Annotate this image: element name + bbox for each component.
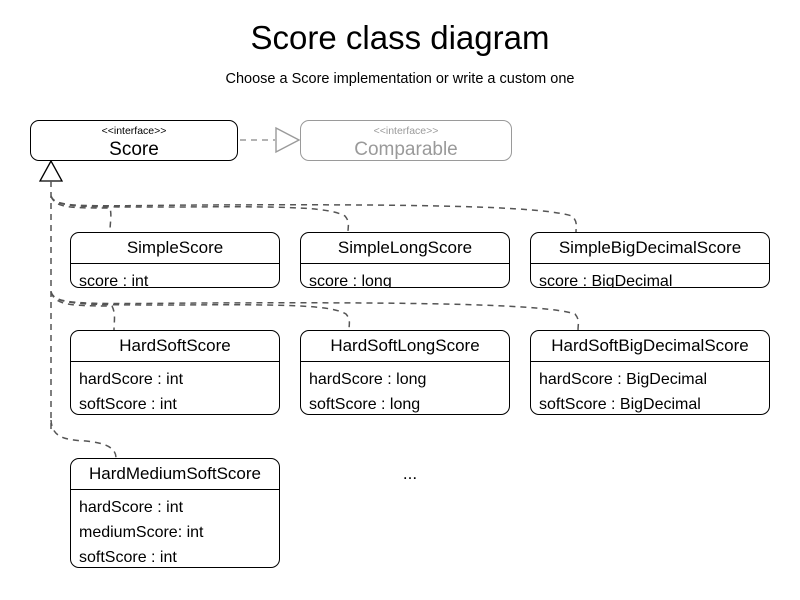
class-name-simple-long-score: SimpleLongScore: [301, 233, 509, 264]
class-attribute: softScore : int: [79, 549, 177, 566]
class-box-hard-soft-big-decimal-score[interactable]: HardSoftBigDecimalScore hardScore : BigD…: [530, 330, 770, 415]
realization-branch-hard-soft-score: [50, 291, 116, 331]
realization-branch-hard-medium-soft-score: [50, 419, 117, 459]
class-name-simple-score: SimpleScore: [71, 233, 279, 264]
class-name-simple-big-decimal-score: SimpleBigDecimalScore: [531, 233, 769, 264]
page-title: Score class diagram: [250, 19, 550, 56]
class-attribute: score : BigDecimal: [539, 273, 673, 288]
hollow-triangle-arrowhead-score: [38, 159, 64, 182]
class-box-hard-medium-soft-score[interactable]: HardMediumSoftScore hardScore : int medi…: [70, 458, 280, 568]
class-box-simple-long-score[interactable]: SimpleLongScore score : long: [300, 232, 510, 288]
interface-name-comparable: Comparable: [354, 139, 458, 160]
realization-branch-simple-score: [50, 195, 112, 233]
class-attribute: softScore : BigDecimal: [539, 396, 701, 413]
class-attribute: softScore : long: [309, 396, 421, 413]
class-name-hard-soft-long-score: HardSoftLongScore: [301, 331, 509, 362]
class-attributes-hard-soft-big-decimal-score: hardScore : BigDecimal softScore : BigDe…: [531, 362, 769, 414]
interface-name-score: Score: [109, 139, 159, 160]
realization-branch-hard-soft-big-decimal-score: [50, 291, 580, 331]
class-attribute: hardScore : int: [79, 371, 184, 388]
class-attributes-simple-score: score : int: [71, 264, 279, 288]
page-subtitle: Choose a Score implementation or write a…: [225, 71, 575, 87]
class-box-hard-soft-score[interactable]: HardSoftScore hardScore : int softScore …: [70, 330, 280, 415]
class-attribute: hardScore : int: [79, 499, 184, 516]
interface-box-score[interactable]: <<interface>> Score: [30, 120, 238, 161]
interface-stereotype-score: <<interface>>: [101, 125, 167, 137]
class-attribute: mediumScore: int: [79, 524, 204, 541]
interface-box-comparable[interactable]: <<interface>> Comparable: [300, 120, 512, 161]
class-box-simple-big-decimal-score[interactable]: SimpleBigDecimalScore score : BigDecimal: [530, 232, 770, 288]
class-box-simple-score[interactable]: SimpleScore score : int: [70, 232, 280, 288]
class-name-hard-medium-soft-score: HardMediumSoftScore: [71, 459, 279, 490]
realization-branch-simple-big-decimal-score: [50, 195, 578, 233]
realization-branch-hard-soft-long-score: [50, 291, 351, 331]
more-implementations-ellipsis: ...: [402, 464, 418, 483]
class-name-hard-soft-big-decimal-score: HardSoftBigDecimalScore: [531, 331, 769, 362]
hollow-triangle-arrowhead-comparable: [275, 126, 301, 154]
class-attribute: score : long: [309, 273, 392, 288]
class-attribute: softScore : int: [79, 396, 177, 413]
class-attributes-simple-big-decimal-score: score : BigDecimal: [531, 264, 769, 288]
class-box-hard-soft-long-score[interactable]: HardSoftLongScore hardScore : long softS…: [300, 330, 510, 415]
class-attributes-simple-long-score: score : long: [301, 264, 509, 288]
class-attributes-hard-soft-score: hardScore : int softScore : int: [71, 362, 279, 414]
realization-branch-simple-long-score: [50, 195, 350, 233]
class-attribute: score : int: [79, 273, 149, 288]
class-attributes-hard-medium-soft-score: hardScore : int mediumScore: int softSco…: [71, 490, 279, 567]
class-attributes-hard-soft-long-score: hardScore : long softScore : long: [301, 362, 509, 414]
class-name-hard-soft-score: HardSoftScore: [71, 331, 279, 362]
class-attribute: hardScore : long: [309, 371, 427, 388]
class-attribute: hardScore : BigDecimal: [539, 371, 708, 388]
interface-stereotype-comparable: <<interface>>: [373, 125, 439, 137]
